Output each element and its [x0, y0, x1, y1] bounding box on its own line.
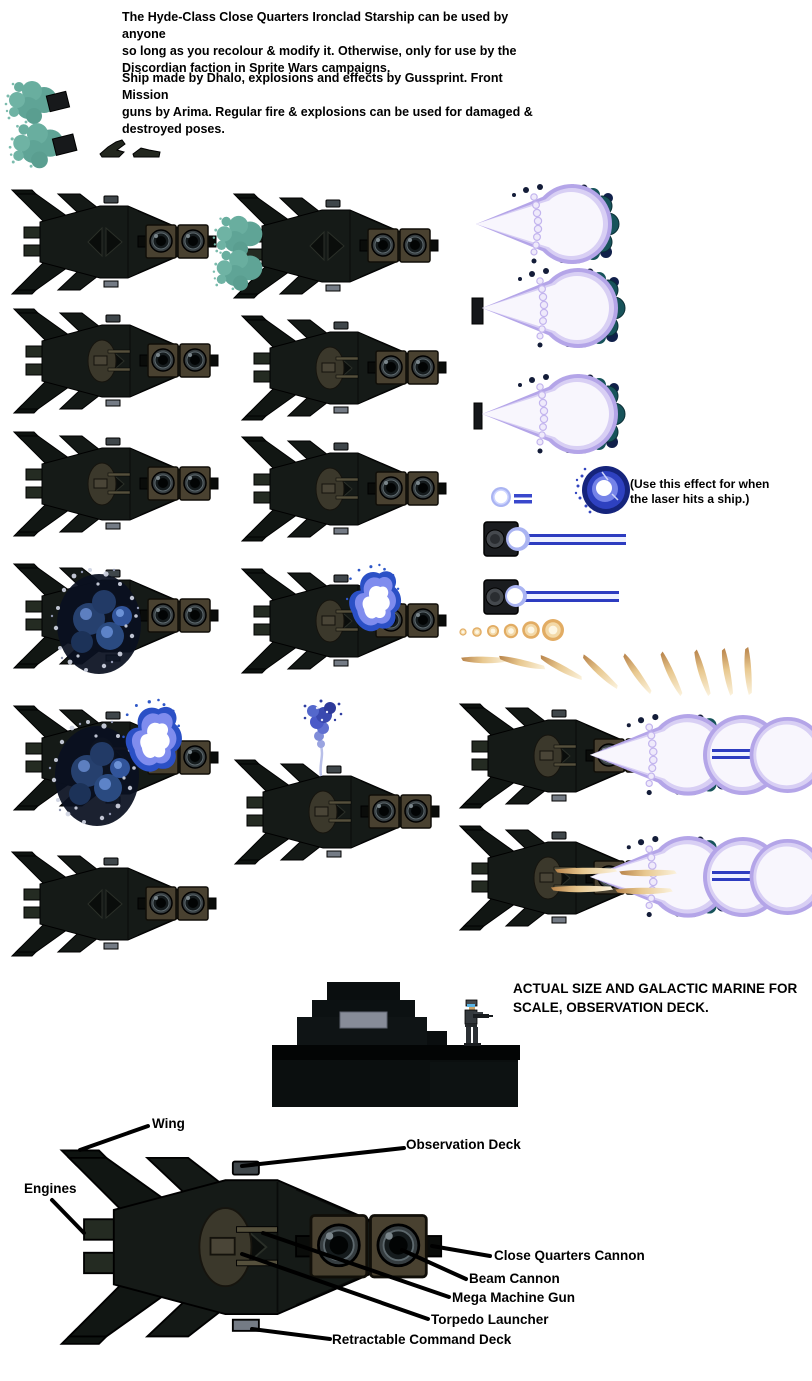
blast-cone-sprite-1	[475, 183, 620, 265]
laser-turret-beam-1	[483, 521, 626, 557]
ship-smoke-damage	[235, 698, 439, 865]
diagram-ship	[62, 1150, 441, 1343]
galactic-marine-sprite	[463, 999, 494, 1047]
debris-sprite-1	[99, 139, 126, 158]
ship-plain-row1	[11, 189, 217, 295]
tracer-rotation-set	[460, 646, 753, 698]
laser-hit-burst-sprite	[574, 465, 631, 515]
label-beam-cannon: Beam Cannon	[469, 1271, 560, 1286]
label-engines: Engines	[24, 1181, 77, 1196]
ship-plain-row6	[11, 851, 217, 957]
vent-puff-sprite-2	[9, 123, 77, 168]
actual-size-note: ACTUAL SIZE AND GALACTIC MARINE FOR SCAL…	[513, 981, 798, 1015]
vent-puff-sprite-1	[5, 81, 70, 124]
ship-double-explosion	[14, 698, 218, 826]
ship-guns-row3-left	[14, 432, 218, 536]
debris-sprite-2	[132, 147, 161, 158]
ship-guns-row2-left	[14, 309, 218, 413]
ship-bubble-explosion	[14, 564, 218, 674]
laser-orb-sprite	[490, 486, 532, 508]
ship-guns-row2-right	[242, 316, 446, 420]
muzzle-orb-animation	[459, 619, 564, 641]
blast-cone-sprite-3	[473, 373, 626, 455]
label-mega-machine-gun: Mega Machine Gun	[452, 1290, 576, 1305]
laser-turret-beam-2	[483, 579, 619, 615]
label-close-quarters-cannon: Close Quarters Cannon	[494, 1248, 645, 1263]
credits-text: Ship made by Dhalo, explosions and effec…	[122, 71, 533, 136]
label-wing: Wing	[152, 1116, 185, 1131]
ship-guns-row3-right	[242, 437, 446, 541]
diagram-callout-lines	[50, 1124, 492, 1341]
license-text: The Hyde-Class Close Quarters Ironclad S…	[122, 10, 517, 75]
label-torpedo-launcher: Torpedo Launcher	[431, 1312, 549, 1327]
label-observation-deck: Observation Deck	[406, 1137, 521, 1152]
ship-flame-explosion	[242, 563, 446, 673]
ship-firing-blast	[460, 704, 812, 808]
ship-exhaust-row1	[212, 193, 439, 299]
laser-effect-note: (Use this effect for when the laser hits…	[630, 477, 770, 506]
blast-cone-sprite-2	[471, 267, 626, 349]
ship-firing-blast-tracers	[460, 826, 812, 930]
label-retractable-command-deck: Retractable Command Deck	[332, 1332, 512, 1347]
observation-deck-sprite	[272, 982, 520, 1107]
